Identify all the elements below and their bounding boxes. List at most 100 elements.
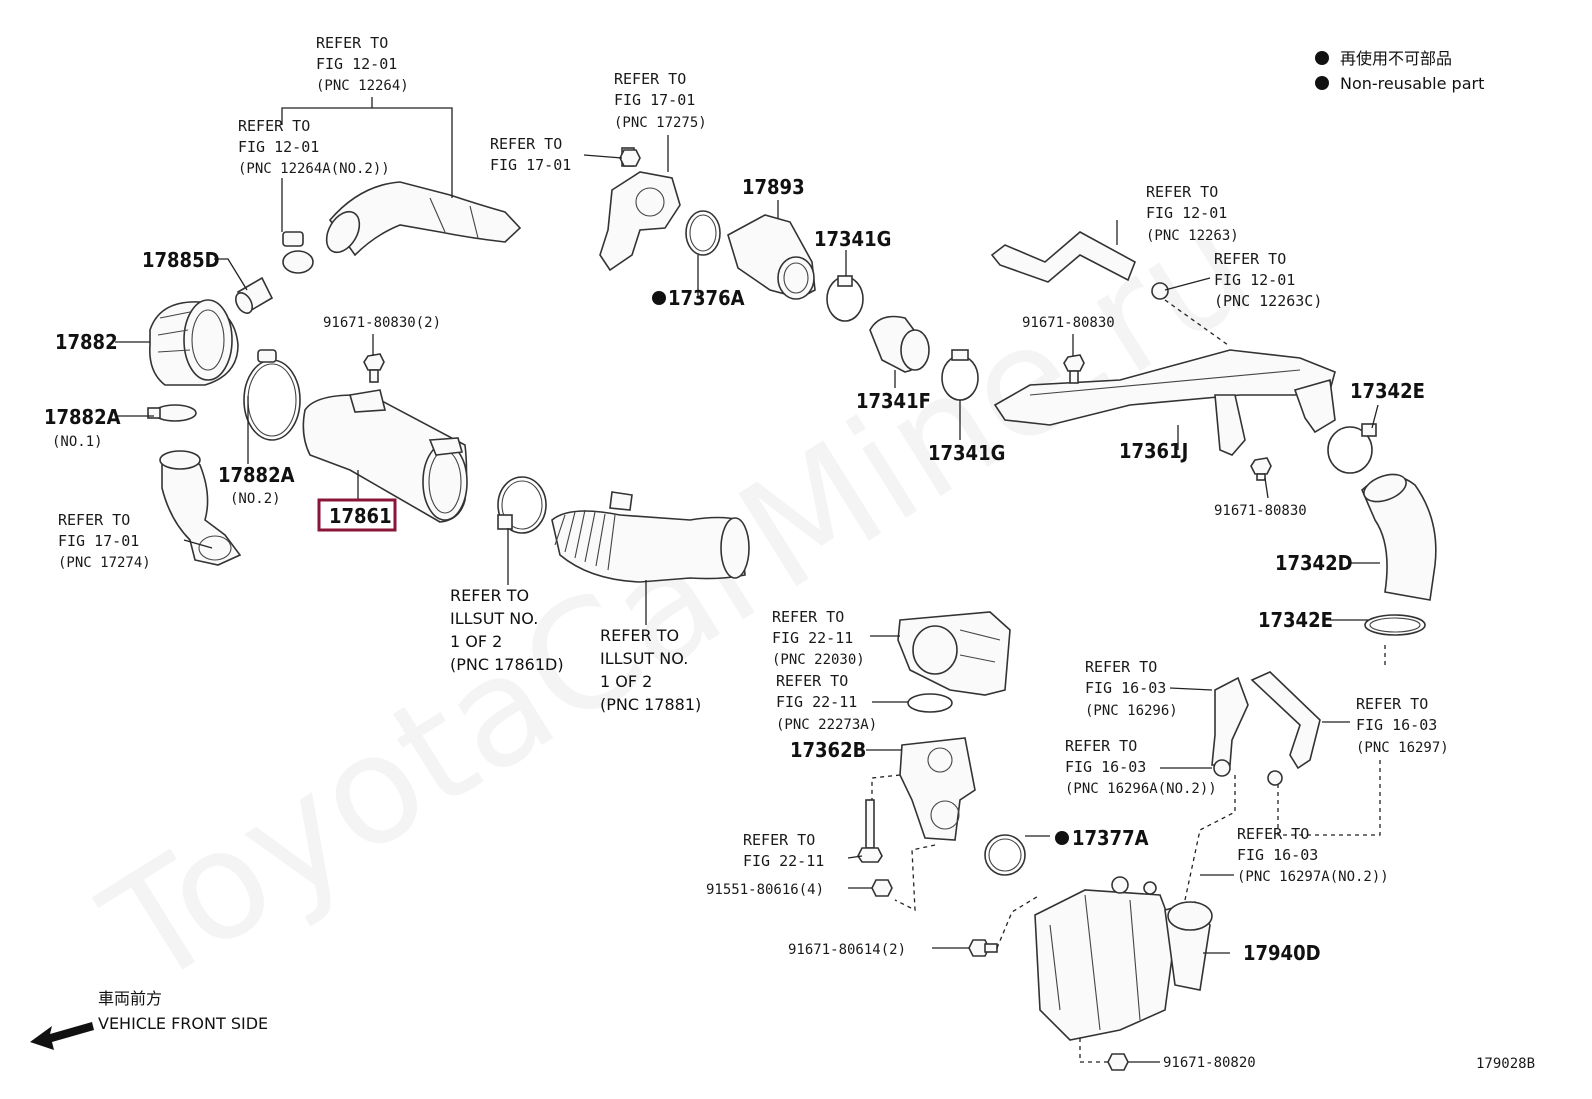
- ref-12264A: REFER TO FIG 12-01 (PNC 12264A(NO.2)): [238, 117, 390, 177]
- non-reusable-dot-17377A: [1055, 831, 1069, 845]
- svg-text:FIG 12-01: FIG 12-01: [1146, 204, 1227, 222]
- ref-17275: REFER TO FIG 17-01 (PNC 17275): [614, 70, 707, 131]
- svg-text:(PNC 17274): (PNC 17274): [58, 555, 151, 571]
- svg-text:REFER TO: REFER TO: [58, 511, 130, 529]
- hoses-16296-16297-drawing: [1211, 671, 1321, 786]
- svg-text:REFER TO: REFER TO: [614, 70, 686, 88]
- ring-clamp-17861D-drawing: [497, 476, 547, 534]
- svg-text:FIG 16-03: FIG 16-03: [1085, 679, 1166, 697]
- svg-text:(PNC 16297A(NO.2)): (PNC 16297A(NO.2)): [1237, 869, 1389, 885]
- svg-text:1 OF 2: 1 OF 2: [600, 672, 652, 691]
- svg-text:FIG 22-11: FIG 22-11: [743, 852, 824, 870]
- air-hose-upper-drawing: [325, 181, 522, 257]
- legend-dot-jp: [1315, 51, 1329, 65]
- part-label-17893[interactable]: 17893: [742, 175, 805, 199]
- svg-text:FIG 22-11: FIG 22-11: [776, 693, 857, 711]
- hose-17881-drawing: [551, 491, 750, 583]
- svg-text:FIG 12-01: FIG 12-01: [238, 138, 319, 156]
- ref-16297A: REFER TO FIG 16-03 (PNC 16297A(NO.2)): [1237, 825, 1389, 885]
- ref-22273A: REFER TO FIG 22-11 (PNC 22273A): [776, 672, 877, 733]
- front-en: VEHICLE FRONT SIDE: [98, 1014, 268, 1033]
- part-label-17861[interactable]: 17861: [329, 504, 392, 528]
- svg-text:(PNC 12263): (PNC 12263): [1146, 228, 1239, 244]
- ref-17861D: REFER TO ILLSUT NO. 1 OF 2 (PNC 17861D): [450, 586, 564, 674]
- bolt-label-91671-80830-right[interactable]: 91671-80830: [1214, 503, 1307, 519]
- part-label-17342E-lower[interactable]: 17342E: [1258, 608, 1333, 632]
- part-label-17376A[interactable]: 17376A: [668, 286, 745, 310]
- svg-text:1 OF 2: 1 OF 2: [450, 632, 502, 651]
- clamp-17342E-lower-drawing: [1364, 614, 1426, 636]
- part-17882-drawing: [148, 299, 239, 386]
- vehicle-front-indicator: 車両前方 VEHICLE FRONT SIDE: [30, 989, 268, 1050]
- svg-text:REFER TO: REFER TO: [1356, 695, 1428, 713]
- svg-text:(PNC 17881): (PNC 17881): [600, 695, 701, 714]
- part-label-17341G-upper[interactable]: 17341G: [814, 227, 891, 251]
- bolt-91671-80830-right-drawing: [1250, 457, 1272, 481]
- svg-text:(PNC 22273A): (PNC 22273A): [776, 717, 877, 733]
- part-label-17885D[interactable]: 17885D: [142, 248, 220, 272]
- part-label-17342E-upper[interactable]: 17342E: [1350, 379, 1425, 403]
- part-label-17882A-no1[interactable]: 17882A: [44, 405, 121, 429]
- bolt-label-91671-80830-2[interactable]: 91671-80830(2): [323, 315, 441, 331]
- svg-text:ILLSUT NO.: ILLSUT NO.: [600, 649, 688, 668]
- intercooler-17940D-drawing: [1034, 876, 1213, 1041]
- clamp-17341G-upper-drawing: [826, 275, 864, 322]
- part-label-17882A-no2[interactable]: 17882A: [218, 463, 295, 487]
- svg-text:REFER TO: REFER TO: [1214, 250, 1286, 268]
- svg-text:REFER TO: REFER TO: [316, 34, 388, 52]
- bolt-label-91671-80820[interactable]: 91671-80820: [1163, 1055, 1256, 1071]
- part-label-17342D[interactable]: 17342D: [1275, 551, 1353, 575]
- ref-12263: REFER TO FIG 12-01 (PNC 12263): [1146, 183, 1239, 244]
- bolt-label-91551-80616-4[interactable]: 91551-80616(4): [706, 882, 824, 898]
- clamp-17882A-no2-drawing: [243, 349, 301, 441]
- front-jp: 車両前方: [98, 989, 162, 1008]
- svg-text:FIG 16-03: FIG 16-03: [1065, 758, 1146, 776]
- throttle-body-22030-drawing: [897, 611, 1011, 696]
- part-17362B-drawing: [899, 737, 976, 841]
- legend-dot-en: [1315, 76, 1329, 90]
- svg-text:FIG 17-01: FIG 17-01: [58, 532, 139, 550]
- ref-17881: REFER TO ILLSUT NO. 1 OF 2 (PNC 17881): [600, 626, 701, 714]
- part-17885D-drawing: [235, 276, 274, 314]
- ref-12264: REFER TO FIG 12-01 (PNC 12264): [316, 34, 409, 94]
- svg-text:FIG 22-11: FIG 22-11: [772, 629, 853, 647]
- part-sub-no2: (NO.2): [230, 491, 281, 507]
- svg-text:REFER TO: REFER TO: [1065, 737, 1137, 755]
- ref-fig-22-11: REFER TO FIG 22-11: [743, 831, 824, 870]
- part-label-17882[interactable]: 17882: [55, 330, 118, 354]
- svg-text:FIG 12-01: FIG 12-01: [1214, 271, 1295, 289]
- clamp-17342E-upper-drawing: [1327, 423, 1377, 474]
- legend-jp: 再使用不可部品: [1340, 49, 1452, 68]
- svg-text:REFER TO: REFER TO: [743, 831, 815, 849]
- ref-17274: REFER TO FIG 17-01 (PNC 17274): [58, 511, 151, 571]
- svg-text:(PNC 16296): (PNC 16296): [1085, 703, 1178, 719]
- bolt-label-91671-80830-mid[interactable]: 91671-80830: [1022, 315, 1115, 331]
- part-17861-drawing: [302, 389, 468, 523]
- svg-text:REFER TO: REFER TO: [1146, 183, 1218, 201]
- bolt-91671-80830-mid-drawing: [1063, 354, 1085, 384]
- highlight-box-17861: [317, 498, 397, 532]
- bolt-label-91671-80614-2[interactable]: 91671-80614(2): [788, 942, 906, 958]
- part-label-17377A[interactable]: 17377A: [1072, 826, 1149, 850]
- ref-fig-17-01: REFER TO FIG 17-01: [490, 135, 571, 174]
- pipe-17274-drawing: [159, 450, 242, 566]
- svg-text:REFER TO: REFER TO: [776, 672, 848, 690]
- svg-text:(PNC 12263C): (PNC 12263C): [1214, 292, 1322, 310]
- part-label-17361J[interactable]: 17361J: [1119, 439, 1188, 463]
- bolt-long-2211-drawing: [857, 799, 883, 863]
- bolt-91671-80830-upper-drawing: [363, 353, 385, 383]
- part-label-17940D[interactable]: 17940D: [1243, 941, 1321, 965]
- part-label-17341F[interactable]: 17341F: [856, 389, 931, 413]
- ref-16296: REFER TO FIG 16-03 (PNC 16296): [1085, 658, 1178, 719]
- svg-text:REFER TO: REFER TO: [772, 608, 844, 626]
- svg-text:REFER TO: REFER TO: [1085, 658, 1157, 676]
- bolt-17275-drawing: [619, 149, 641, 167]
- part-17893-drawing: [727, 214, 816, 300]
- svg-text:(PNC 12264A(NO.2)): (PNC 12264A(NO.2)): [238, 161, 390, 177]
- part-label-17341G-lower[interactable]: 17341G: [928, 441, 1005, 465]
- legend-en: Non-reusable part: [1340, 74, 1484, 93]
- svg-text:(PNC 22030): (PNC 22030): [772, 652, 865, 668]
- part-label-17362B[interactable]: 17362B: [790, 738, 866, 762]
- legend-non-reusable: 再使用不可部品 Non-reusable part: [1315, 49, 1484, 93]
